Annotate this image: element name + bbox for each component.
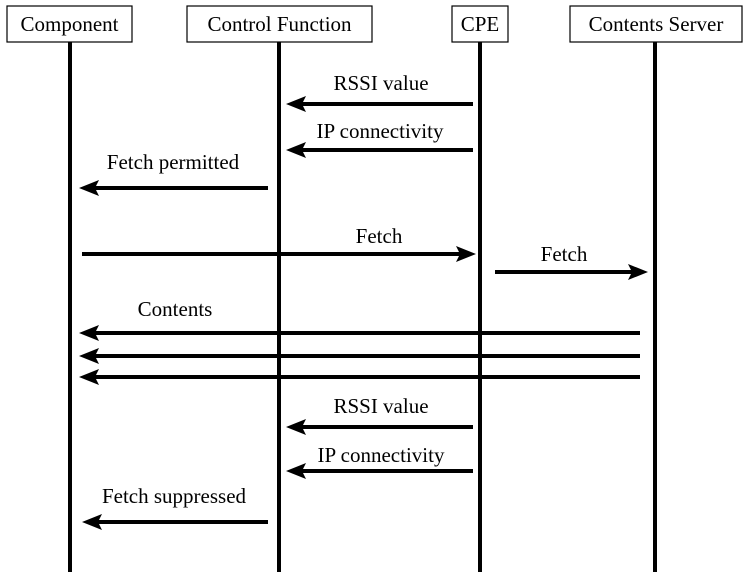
arrow-head [79, 369, 99, 385]
message-label: IP connectivity [317, 119, 444, 143]
participant-label: Control Function [207, 12, 352, 36]
arrow-head [82, 514, 102, 530]
message-contents-1: Contents [79, 297, 640, 341]
arrow-head [286, 142, 306, 158]
message-rssi-value-1: RSSI value [286, 71, 473, 112]
participant-box [569, 5, 743, 43]
participant-contents-server: Contents Server [569, 5, 743, 43]
message-label: Fetch [356, 224, 403, 248]
participant-box [6, 5, 133, 43]
arrow-head [79, 180, 99, 196]
arrow-head [286, 419, 306, 435]
message-fetch-suppressed: Fetch suppressed [82, 484, 268, 530]
message-ip-connectivity-1: IP connectivity [286, 119, 473, 158]
participant-control-function: Control Function [186, 5, 373, 43]
arrow-head [456, 246, 476, 262]
message-ip-connectivity-2: IP connectivity [286, 443, 473, 479]
arrow-head [79, 325, 99, 341]
arrow-head [286, 96, 306, 112]
message-contents-3 [79, 369, 640, 385]
message-fetch-to-cpe: Fetch [82, 224, 476, 262]
message-label: Fetch permitted [107, 150, 240, 174]
participant-label: Contents Server [589, 12, 724, 36]
message-contents-2 [79, 348, 640, 364]
participant-component: Component [6, 5, 133, 43]
arrow-head [79, 348, 99, 364]
message-fetch-permitted: Fetch permitted [79, 150, 268, 196]
message-label: Fetch [541, 242, 588, 266]
message-label: RSSI value [333, 71, 428, 95]
message-rssi-value-2: RSSI value [286, 394, 473, 435]
participant-label: Component [21, 12, 119, 36]
message-label: Contents [138, 297, 213, 321]
arrow-head [628, 264, 648, 280]
message-label: Fetch suppressed [102, 484, 247, 508]
message-label: RSSI value [333, 394, 428, 418]
message-label: IP connectivity [318, 443, 445, 467]
arrow-head [286, 463, 306, 479]
message-fetch-to-server: Fetch [495, 242, 648, 280]
participant-cpe: CPE [451, 5, 509, 43]
participant-label: CPE [461, 12, 500, 36]
participant-box [186, 5, 373, 43]
